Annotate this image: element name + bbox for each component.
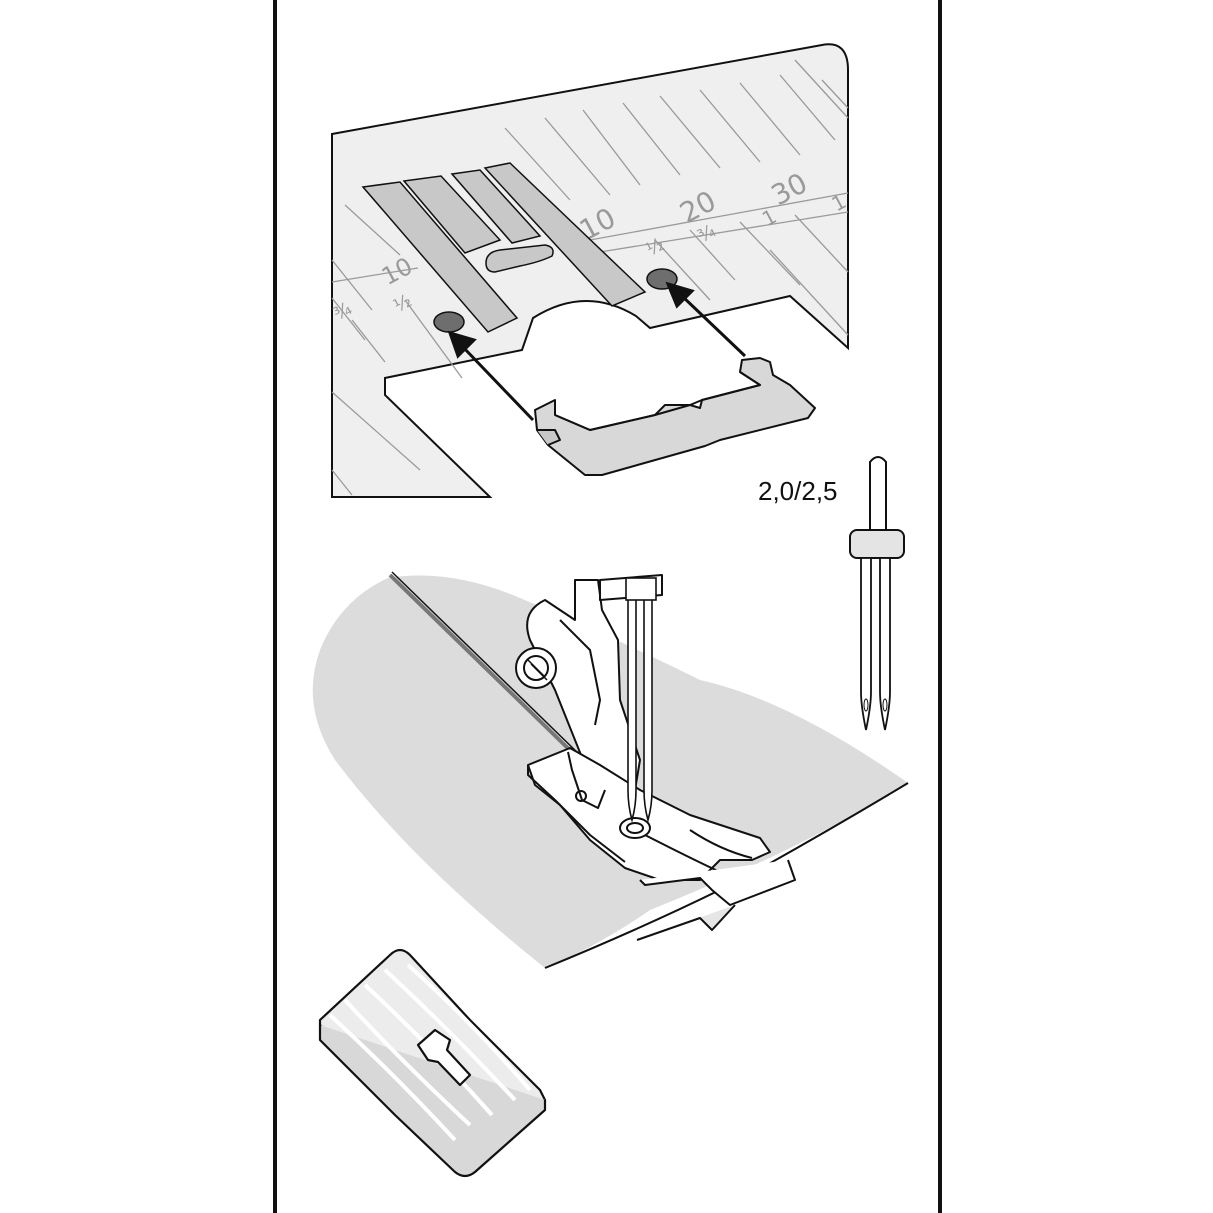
left-mounting-hole [433,311,465,333]
fabric-fold-edge [388,573,582,762]
plate-insert [534,357,816,476]
needle-size-label: 2,0/2,5 [758,476,838,506]
insert-arrows [447,281,747,422]
needle-left-shaft [860,557,872,731]
ruler-lines [331,59,849,496]
needle-bridge [849,529,905,559]
sewing-scene [312,571,909,969]
needle-shank [869,456,887,533]
needle-right-shaft [879,557,891,731]
machine-needles [625,577,657,823]
presser-foot-holder [515,574,663,821]
feed-dogs [361,162,647,333]
stitch-plate: 10 ½ ¾ 10 20 30 ½ ¾ 1 1 [330,43,850,498]
twin-needle: 2,0/2,5 [758,456,905,731]
pintuck-foot-sole [318,948,547,1178]
